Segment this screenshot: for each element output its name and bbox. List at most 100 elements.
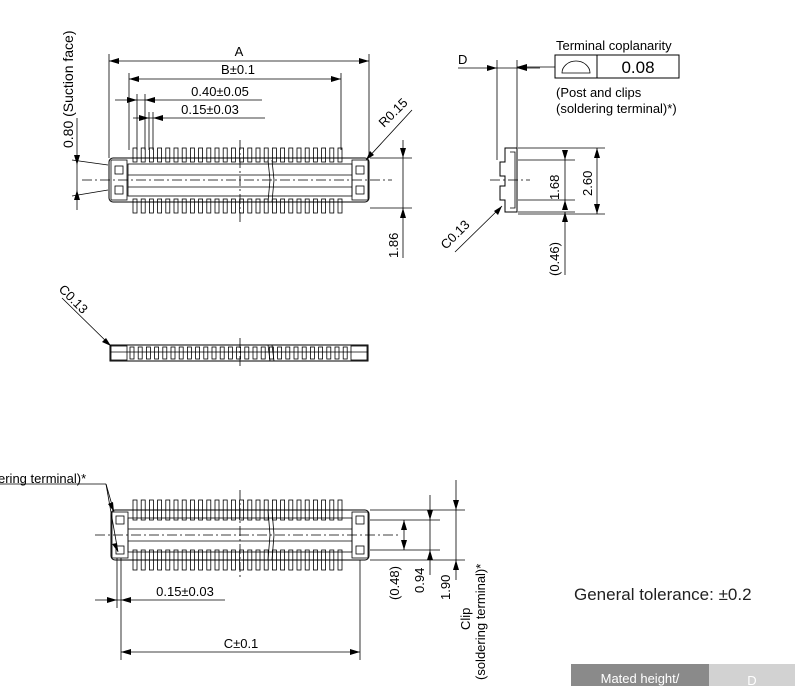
terminal [255,198,261,214]
terminal [189,147,195,163]
terminal [154,346,160,360]
bottom-view: ering terminal)* 0.15±0.03 C±0.1 (0.48) [0,471,488,680]
terminal [173,549,179,571]
terminal [230,147,236,163]
clip-label-1: Clip [458,608,473,630]
dim-c-label: C±0.1 [224,636,259,651]
terminal [288,147,294,163]
terminal [252,346,258,360]
terminal [239,147,245,163]
terminal [214,198,220,214]
dim-pitch-label: 0.40±0.05 [191,84,249,99]
terminal [247,147,253,163]
terminal [280,499,286,521]
bottom-view-bottom-terminals [132,549,343,571]
terminal [334,346,340,360]
terminal [206,198,212,214]
terminal [337,198,343,214]
terminal [222,499,228,521]
dim-046-label: (0.46) [547,242,562,276]
terminal [312,499,318,521]
terminal [329,198,335,214]
terminal [296,198,302,214]
side-view-profile [499,147,518,213]
terminal [247,198,253,214]
general-tolerance: General tolerance: ±0.2 [574,585,752,604]
terminal [206,549,212,571]
terminal [140,147,146,163]
terminal [132,147,138,163]
terminal [181,198,187,214]
terminal [189,499,195,521]
terminal [321,147,327,163]
bottom-view-top-terminals [132,499,343,521]
dim-168-label: 1.68 [547,175,562,200]
terminal [236,346,242,360]
coplanarity-frame [554,54,680,79]
terminal [263,147,269,163]
top-view: A B±0.1 0.40±0.05 0.15±0.03 R0.15 0.80 ( [60,30,413,258]
terminal [140,549,146,571]
terminal [277,346,283,360]
terminal [244,346,250,360]
terminal [304,499,310,521]
terminal [230,198,236,214]
terminal [211,346,217,360]
terminal [195,346,201,360]
terminal [214,147,220,163]
terminal [206,499,212,521]
dim-260-label: 2.60 [580,171,595,196]
terminal [129,346,135,360]
dim-190-label: 1.90 [438,575,453,600]
terminal [206,147,212,163]
terminal [280,549,286,571]
terminal [145,346,151,360]
terminal [203,346,209,360]
terminal [181,549,187,571]
terminal [288,198,294,214]
terminal [321,198,327,214]
terminal [181,499,187,521]
terminal [222,147,228,163]
terminal [304,198,310,214]
terminal [140,198,146,214]
coplanarity-note-2: (soldering terminal)*) [556,101,677,116]
terminal [222,198,228,214]
dim-b-label: B±0.1 [221,62,255,77]
top-view-bottom-terminals [132,198,343,214]
terminal [263,198,269,214]
terminal [329,549,335,571]
terminal [301,346,307,360]
terminal [157,147,163,163]
front-view: C0.13 [56,282,369,368]
terminal [162,346,168,360]
clip-leader-label: ering terminal)* [0,471,86,486]
terminal [329,147,335,163]
dim-width-label: 0.15±0.03 [181,102,239,117]
terminal [157,198,163,214]
coplanarity-value: 0.08 [621,58,654,77]
terminal [293,346,299,360]
terminal [173,499,179,521]
dim-094-label: 0.94 [412,568,427,593]
terminal [255,499,261,521]
terminal [318,346,324,360]
terminal [239,198,245,214]
terminal [296,147,302,163]
table-header-d: D [709,664,795,686]
terminal [137,346,143,360]
terminal [148,549,154,571]
terminal [132,499,138,521]
terminal [296,549,302,571]
terminal [312,549,318,571]
terminal [321,549,327,571]
terminal [230,549,236,571]
terminal [165,147,171,163]
terminal [181,147,187,163]
front-view-body [109,344,369,362]
terminal [280,198,286,214]
terminal [148,147,154,163]
bottom-width-label: 0.15±0.03 [156,584,214,599]
